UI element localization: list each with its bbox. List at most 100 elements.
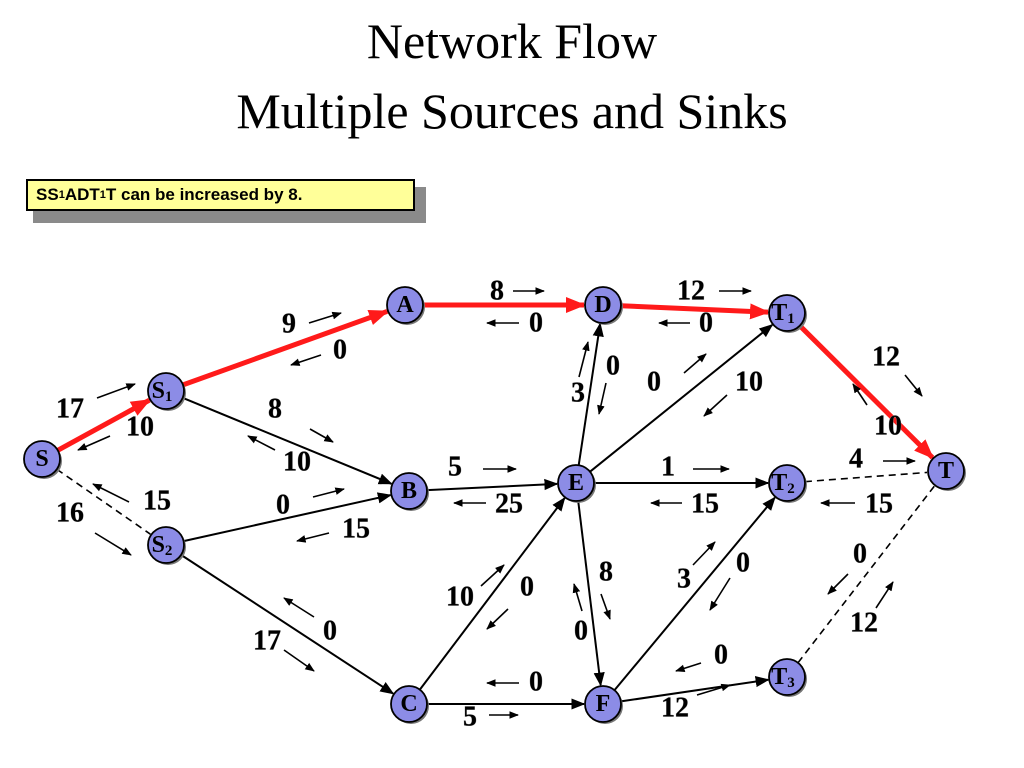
node-label: S	[35, 446, 48, 472]
flow-arrow-forward	[692, 541, 716, 566]
node-label: T1	[771, 300, 795, 328]
capacity-label-forward: 9	[282, 308, 296, 339]
flow-arrow-backward	[597, 382, 607, 415]
capacity-label-backward: 15	[865, 488, 893, 519]
node-a: A	[386, 286, 425, 325]
capacity-label-forward: 10	[446, 581, 474, 612]
capacity-label-backward: 12	[850, 607, 878, 638]
capacity-label-forward: 16	[56, 497, 84, 528]
capacity-label-forward: 12	[677, 275, 705, 306]
flow-arrow-backward	[77, 435, 111, 451]
node-circle	[390, 685, 428, 723]
node-b: B	[390, 472, 429, 511]
edge-f-t3	[620, 676, 770, 703]
node-label: A	[396, 292, 414, 318]
node-circle	[386, 286, 424, 324]
node-label: T3	[771, 664, 795, 692]
capacity-label-backward: 15	[691, 488, 719, 519]
capacity-label-backward: 0	[606, 350, 620, 381]
capacity-label-backward: 0	[699, 307, 713, 338]
flow-arrow-forward	[600, 593, 611, 620]
flow-arrow-forward	[480, 564, 505, 587]
note-sub2: 1	[99, 189, 106, 201]
flow-arrow-backward	[290, 354, 322, 366]
capacity-label-backward: 0	[323, 615, 337, 646]
node-circle	[768, 658, 806, 696]
capacity-label-forward: 8	[599, 556, 613, 587]
edge-t3-t	[797, 485, 936, 664]
flow-arrow-backward	[486, 608, 509, 630]
capacity-label-forward: 5	[448, 451, 462, 482]
node-circle	[584, 685, 622, 723]
capacity-label-forward: 4	[849, 443, 863, 474]
flow-arrow-backward	[703, 394, 728, 417]
node-circle	[768, 464, 806, 502]
node-label: C	[400, 691, 417, 717]
capacity-label-forward: 17	[56, 393, 84, 424]
flow-arrow-forward	[696, 683, 731, 696]
flow-arrow-forward	[904, 374, 923, 397]
node-t3: T3	[768, 658, 807, 697]
node-c: C	[390, 685, 429, 724]
node-circle	[147, 526, 185, 564]
edge-t2-t	[804, 471, 928, 483]
flow-arrow-forward	[578, 341, 590, 378]
flow-arrow-forward	[94, 532, 132, 556]
page-title: Network Flow	[366, 13, 658, 69]
node-circle	[927, 452, 965, 490]
edge-t1-t	[798, 323, 935, 460]
flow-arrow-forward	[827, 573, 849, 595]
capacity-label-backward: 0	[736, 547, 750, 578]
flow-arrow-backward	[709, 577, 731, 611]
flow-arrow-forward	[283, 649, 315, 672]
node-label: F	[596, 691, 611, 717]
edge-s2-b	[183, 492, 392, 543]
capacity-label-backward: 0	[529, 666, 543, 697]
node-s1: S1	[147, 372, 186, 411]
flow-arrow-backward	[247, 435, 276, 451]
node-circle	[584, 286, 622, 324]
flow-arrow-backward	[852, 383, 868, 406]
edge-e-d	[577, 322, 604, 466]
capacity-label-backward: 0	[714, 639, 728, 670]
edge-s1-b	[182, 396, 393, 485]
note-sub1: 1	[58, 189, 65, 201]
capacity-label-backward: 15	[342, 513, 370, 544]
capacity-label-backward: 15	[143, 485, 171, 516]
node-label: D	[594, 292, 611, 318]
node-label: T	[938, 458, 954, 484]
flow-arrow-backward	[875, 581, 894, 609]
node-e: E	[557, 464, 596, 503]
node-circle	[557, 464, 595, 502]
node-circle	[147, 372, 185, 410]
note-suffix: T can be increased by 8.	[105, 185, 303, 204]
capacity-label-forward: 12	[872, 341, 900, 372]
capacity-label-backward: 0	[333, 334, 347, 365]
capacity-label-forward: 5	[463, 701, 477, 732]
capacity-label-backward: 0	[574, 615, 588, 646]
capacity-label-forward: 17	[253, 625, 281, 656]
flow-arrow-backward	[675, 662, 702, 673]
edge-f-t2	[613, 496, 776, 691]
capacity-label-backward: 0	[529, 307, 543, 338]
capacity-label-backward: 10	[126, 411, 154, 442]
capacity-label-backward: 10	[283, 446, 311, 477]
node-label: T2	[771, 470, 795, 498]
edge-s1-a	[182, 309, 390, 388]
edge-b-e	[426, 478, 559, 492]
node-label: B	[401, 478, 417, 504]
flow-arrow-backward	[92, 483, 130, 503]
edge-c-e	[419, 497, 566, 691]
capacity-label-forward: 8	[268, 393, 282, 424]
flow-arrow-forward	[96, 383, 136, 399]
capacity-label-forward: 0	[853, 538, 867, 569]
capacity-label-forward: 12	[661, 692, 689, 723]
node-t: T	[927, 452, 966, 491]
edge-s2-c	[180, 554, 395, 695]
flow-arrow-backward	[283, 597, 315, 618]
capacity-label-backward: 25	[495, 488, 523, 519]
note-prefix: SS	[36, 185, 59, 204]
node-circle	[23, 440, 61, 478]
capacity-label-backward: 10	[874, 410, 902, 441]
